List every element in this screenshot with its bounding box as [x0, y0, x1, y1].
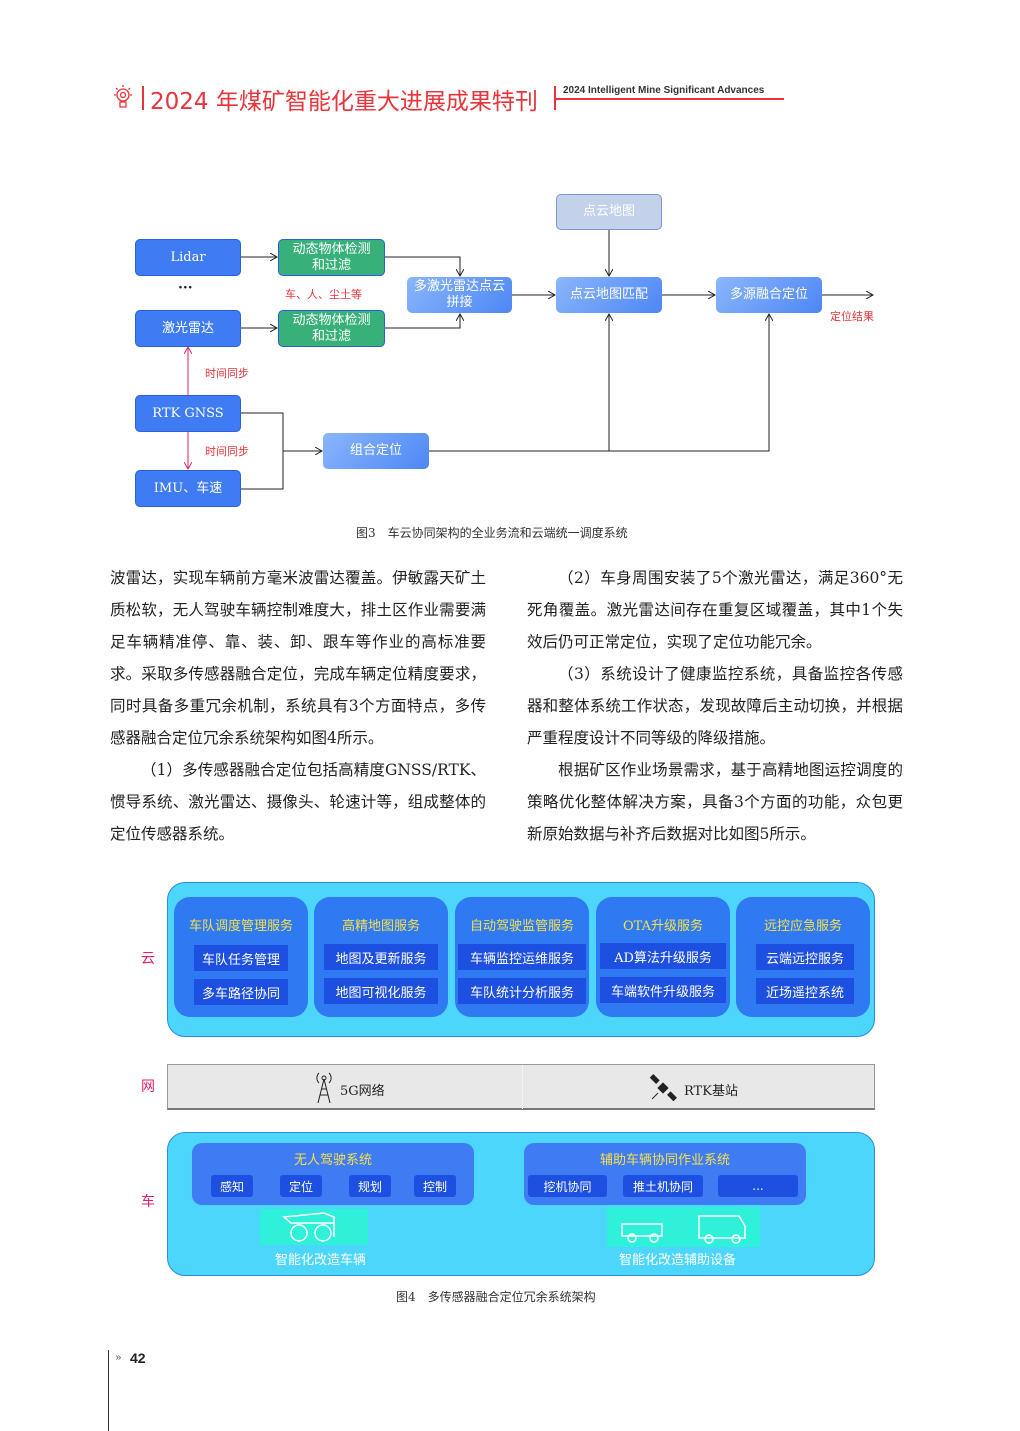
label-objects: 车、人、尘土等	[285, 288, 362, 301]
text-left-column: 波雷达，实现车辆前方毫米波雷达覆盖。伊敏露天矿土质松软，无人驾驶车辆控制难度大，…	[110, 562, 486, 850]
network-divider	[522, 1065, 523, 1109]
node-lidar: Lidar	[135, 239, 241, 276]
system-chip: ...	[718, 1175, 798, 1197]
system-autonomous-driving: 无人驾驶系统 感知 定位 规划 控制	[192, 1143, 474, 1205]
system-chip: 定位	[280, 1175, 322, 1197]
layer-label-cloud: 云	[141, 951, 155, 967]
node-detect-2: 动态物体检测和过滤	[278, 310, 385, 347]
paragraph: （3）系统设计了健康监控系统，具备监控各传感器和整体系统工作状态，发现故障后主动…	[527, 665, 903, 747]
paragraph: 波雷达，实现车辆前方毫米波雷达覆盖。伊敏露天矿土质松软，无人驾驶车辆控制难度大，…	[110, 569, 486, 747]
service-item: 车辆监控运维服务	[458, 944, 586, 970]
node-stitch: 多激光雷达点云拼接	[407, 277, 512, 313]
system-chip: 控制	[414, 1175, 456, 1197]
layer-label-network: 网	[141, 1079, 155, 1095]
vehicle-layer: 无人驾驶系统 感知 定位 规划 控制 辅助车辆协同作业系统 挖机协同 推土机协同…	[167, 1132, 875, 1276]
figure3-caption: 图3 车云协同架构的全业务流和云端统一调度系统	[356, 526, 628, 540]
system-aux-vehicles: 辅助车辆协同作业系统 挖机协同 推土机协同 ...	[524, 1143, 806, 1205]
layer-label-vehicle: 车	[141, 1194, 155, 1210]
service-item: 车队任务管理	[194, 945, 288, 971]
system-chip: 感知	[211, 1175, 253, 1197]
system-chip: 推土机协同	[623, 1175, 703, 1197]
service-title: 远控应急服务	[763, 919, 842, 934]
node-rtk-gnss: RTK GNSS	[135, 395, 241, 432]
aux-equipment-icon	[607, 1207, 760, 1247]
label-result: 定位结果	[830, 310, 874, 323]
service-title: 自动驾驶监管服务	[469, 919, 574, 934]
service-item: 车端软件升级服务	[600, 977, 726, 1003]
system-caption: 智能化改造辅助设备	[619, 1253, 737, 1268]
service-ota: OTA升级服务 AD算法升级服务车端软件升级服务	[596, 897, 730, 1017]
satellite-icon	[648, 1073, 678, 1107]
system-title: 无人驾驶系统	[293, 1153, 372, 1168]
paragraph: （1）多传感器融合定位包括高精度GNSS/RTK、惯导系统、激光雷达、摄像头、轮…	[110, 761, 486, 843]
service-hd-map: 高精地图服务地图及更新服务地图可视化服务	[314, 897, 448, 1017]
header-title: 2024 年煤矿智能化重大进展成果特刊	[150, 89, 538, 115]
network-rtk-label: RTK基站	[684, 1084, 738, 1099]
node-pc-match: 点云地图匹配	[556, 277, 662, 313]
system-caption: 智能化改造车辆	[275, 1253, 367, 1268]
header-divider	[554, 86, 556, 110]
service-item: 多车路径协同	[194, 979, 288, 1005]
node-detect-1: 动态物体检测和过滤	[278, 239, 385, 276]
service-title: 高精地图服务	[341, 919, 420, 934]
service-item: 地图可视化服务	[324, 978, 438, 1004]
header-subtitle: 2024 Intelligent Mine Significant Advanc…	[563, 85, 765, 96]
system-chip: 规划	[349, 1175, 391, 1197]
antenna-icon	[314, 1069, 334, 1109]
header-rule	[556, 98, 784, 100]
service-remote-control: 远控应急服务云端远控服务近场遥控系统	[736, 897, 870, 1017]
node-imu: IMU、车速	[135, 470, 241, 507]
paragraph: （2）车身周围安装了5个激光雷达，满足360°无死角覆盖。激光雷达间存在重复区域…	[527, 569, 903, 651]
service-item: 车队统计分析服务	[458, 978, 586, 1004]
service-item: AD算法升级服务	[600, 943, 726, 969]
node-laser-radar: 激光雷达	[135, 310, 241, 347]
service-title: 车队调度管理服务	[188, 919, 293, 934]
system-title: 辅助车辆协同作业系统	[599, 1153, 730, 1168]
service-item: 近场遥控系统	[756, 978, 854, 1004]
figure4-caption: 图4 多传感器融合定位冗余系统架构	[396, 1290, 596, 1304]
service-title: OTA升级服务	[622, 919, 703, 934]
network-5g-label: 5G网络	[340, 1084, 385, 1099]
node-combined: 组合定位	[323, 433, 429, 469]
page-number: 42	[130, 1350, 146, 1366]
header-divider	[142, 86, 144, 110]
node-pc-map: 点云地图	[556, 194, 662, 230]
footer-rule	[108, 1350, 109, 1431]
bulb-icon	[110, 83, 136, 115]
mining-truck-icon	[260, 1209, 368, 1245]
label-sync-2: 时间同步	[205, 445, 249, 458]
text-right-column: （2）车身周围安装了5个激光雷达，满足360°无死角覆盖。激光雷达间存在重复区域…	[527, 562, 903, 850]
service-item: 地图及更新服务	[324, 944, 438, 970]
ellipsis: ···	[178, 280, 193, 296]
system-chip: 挖机协同	[528, 1175, 607, 1197]
cloud-layer: 车队调度管理服务车队任务管理多车路径协同 高精地图服务地图及更新服务地图可视化服…	[167, 882, 875, 1037]
chevron-icon: »	[115, 1351, 122, 1364]
service-fleet-dispatch: 车队调度管理服务车队任务管理多车路径协同	[174, 897, 308, 1017]
service-item: 云端远控服务	[756, 944, 854, 970]
service-ad-monitor: 自动驾驶监管服务车辆监控运维服务车队统计分析服务	[455, 897, 589, 1017]
label-sync-1: 时间同步	[205, 367, 249, 380]
paragraph: 根据矿区作业场景需求，基于高精地图运控调度的策略优化整体解决方案，具备3个方面的…	[527, 761, 903, 843]
figure3-connectors	[0, 230, 1020, 490]
node-fusion: 多源融合定位	[716, 277, 822, 313]
network-layer: 5G网络 RTK基站	[167, 1064, 875, 1110]
